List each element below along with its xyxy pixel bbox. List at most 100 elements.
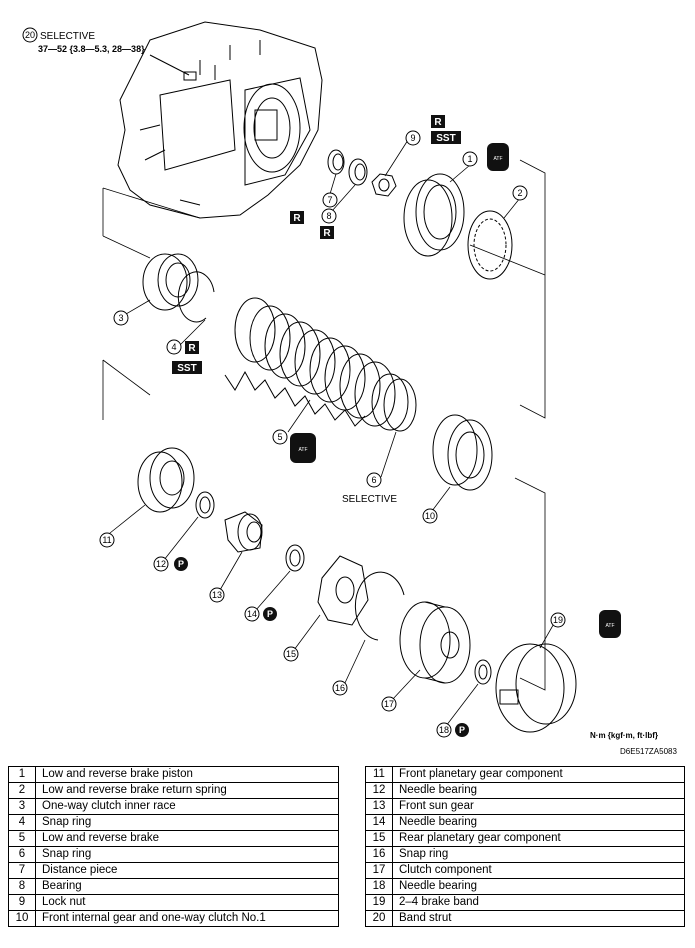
part-8-bearing — [348, 158, 368, 186]
callout-16: 16 — [335, 683, 345, 693]
part-number: 16 — [365, 846, 393, 863]
atf-icon: ATF — [605, 623, 614, 629]
part-name: Low and reverse brake — [35, 830, 339, 847]
part-number: 14 — [365, 814, 393, 831]
callout-19: 19 — [553, 615, 563, 625]
exploded-view-diagram: 1 2 3 4 5 6 7 8 9 10 11 12 13 14 15 16 1… — [22, 21, 621, 738]
p-icon: P — [267, 609, 273, 619]
part-name: Band strut — [392, 910, 685, 927]
part-number: 6 — [8, 846, 36, 863]
part-number: 5 — [8, 830, 36, 847]
selective-label: SELECTIVE — [342, 494, 397, 505]
part-4-snap-ring — [177, 271, 215, 323]
callout-circles — [22, 27, 566, 738]
part-name: Snap ring — [35, 814, 339, 831]
part-9-lock-nut — [371, 173, 397, 197]
part-number: 17 — [365, 862, 393, 879]
part-19-brake-band — [495, 643, 577, 733]
part-6-snap-ring — [383, 378, 417, 432]
part-name: Snap ring — [35, 846, 339, 863]
leader-lines — [109, 139, 557, 727]
part-name: Lock nut — [35, 894, 339, 911]
part-name: Needle bearing — [392, 782, 685, 799]
r-badge: R — [434, 117, 442, 128]
part-name: Front sun gear — [392, 798, 685, 815]
part-10-internal-gear — [432, 414, 493, 491]
part-number: 9 — [8, 894, 36, 911]
part-number: 7 — [8, 862, 36, 879]
part-16-snap-ring — [354, 571, 405, 641]
part-name: Front internal gear and one-way clutch N… — [35, 910, 339, 927]
part-name: Low and reverse brake return spring — [35, 782, 339, 799]
callout-20: 20 — [25, 30, 35, 40]
figure-code: D6E517ZA5083 — [620, 747, 677, 756]
r-badge: R — [188, 343, 196, 354]
part-number: 12 — [365, 782, 393, 799]
part-number: 11 — [365, 766, 393, 783]
part-number: 2 — [8, 782, 36, 799]
assembly-guide-lines — [102, 159, 546, 691]
part-name: Low and reverse brake piston — [35, 766, 339, 783]
part-number: 19 — [365, 894, 393, 911]
part-name: Needle bearing — [392, 814, 685, 831]
part-5-brake-plates — [224, 297, 409, 431]
r-badge: R — [293, 213, 301, 224]
part-number: 20 — [365, 910, 393, 927]
part-15-rear-planetary — [317, 555, 369, 626]
callout-6: 6 — [371, 475, 376, 485]
part-number: 8 — [8, 878, 36, 895]
transmission-case — [117, 21, 323, 219]
sst-badge: SST — [177, 363, 196, 374]
part-number: 3 — [8, 798, 36, 815]
callout-11: 11 — [102, 535, 111, 545]
callout-8: 8 — [326, 211, 331, 221]
callout-1: 1 — [467, 154, 472, 164]
sst-badge: SST — [436, 133, 455, 144]
part-name: 2–4 brake band — [392, 894, 685, 911]
p-icon: P — [178, 559, 184, 569]
torque-spec: 37—52 {3.8—5.3, 28—38} — [38, 44, 145, 54]
part-number: 18 — [365, 878, 393, 895]
callout-14: 14 — [247, 609, 257, 619]
callout-10: 10 — [425, 511, 435, 521]
part-number: 1 — [8, 766, 36, 783]
part-name: Needle bearing — [392, 878, 685, 895]
part-13-sun-gear — [224, 511, 263, 553]
part-number: 10 — [8, 910, 36, 927]
atf-icon: ATF — [298, 447, 307, 453]
part-number: 4 — [8, 814, 36, 831]
badges: R SST R R R SST — [172, 115, 461, 374]
callout-7: 7 — [327, 195, 332, 205]
part-7-distance-piece — [327, 149, 345, 175]
part-name: Front planetary gear component — [392, 766, 685, 783]
part-14-needle-bearing — [285, 544, 305, 572]
p-icon: P — [459, 725, 465, 735]
part-18-needle-bearing — [474, 659, 492, 685]
selective-label-top: SELECTIVE — [40, 31, 95, 42]
callout-2: 2 — [517, 188, 522, 198]
part-1-brake-piston — [403, 173, 465, 257]
callout-3: 3 — [118, 313, 123, 323]
callout-12: 12 — [156, 559, 166, 569]
atf-cans: ATF ATF ATF — [290, 143, 621, 638]
callout-18: 18 — [439, 725, 449, 735]
r-badge: R — [323, 228, 331, 239]
part-name: Snap ring — [392, 846, 685, 863]
